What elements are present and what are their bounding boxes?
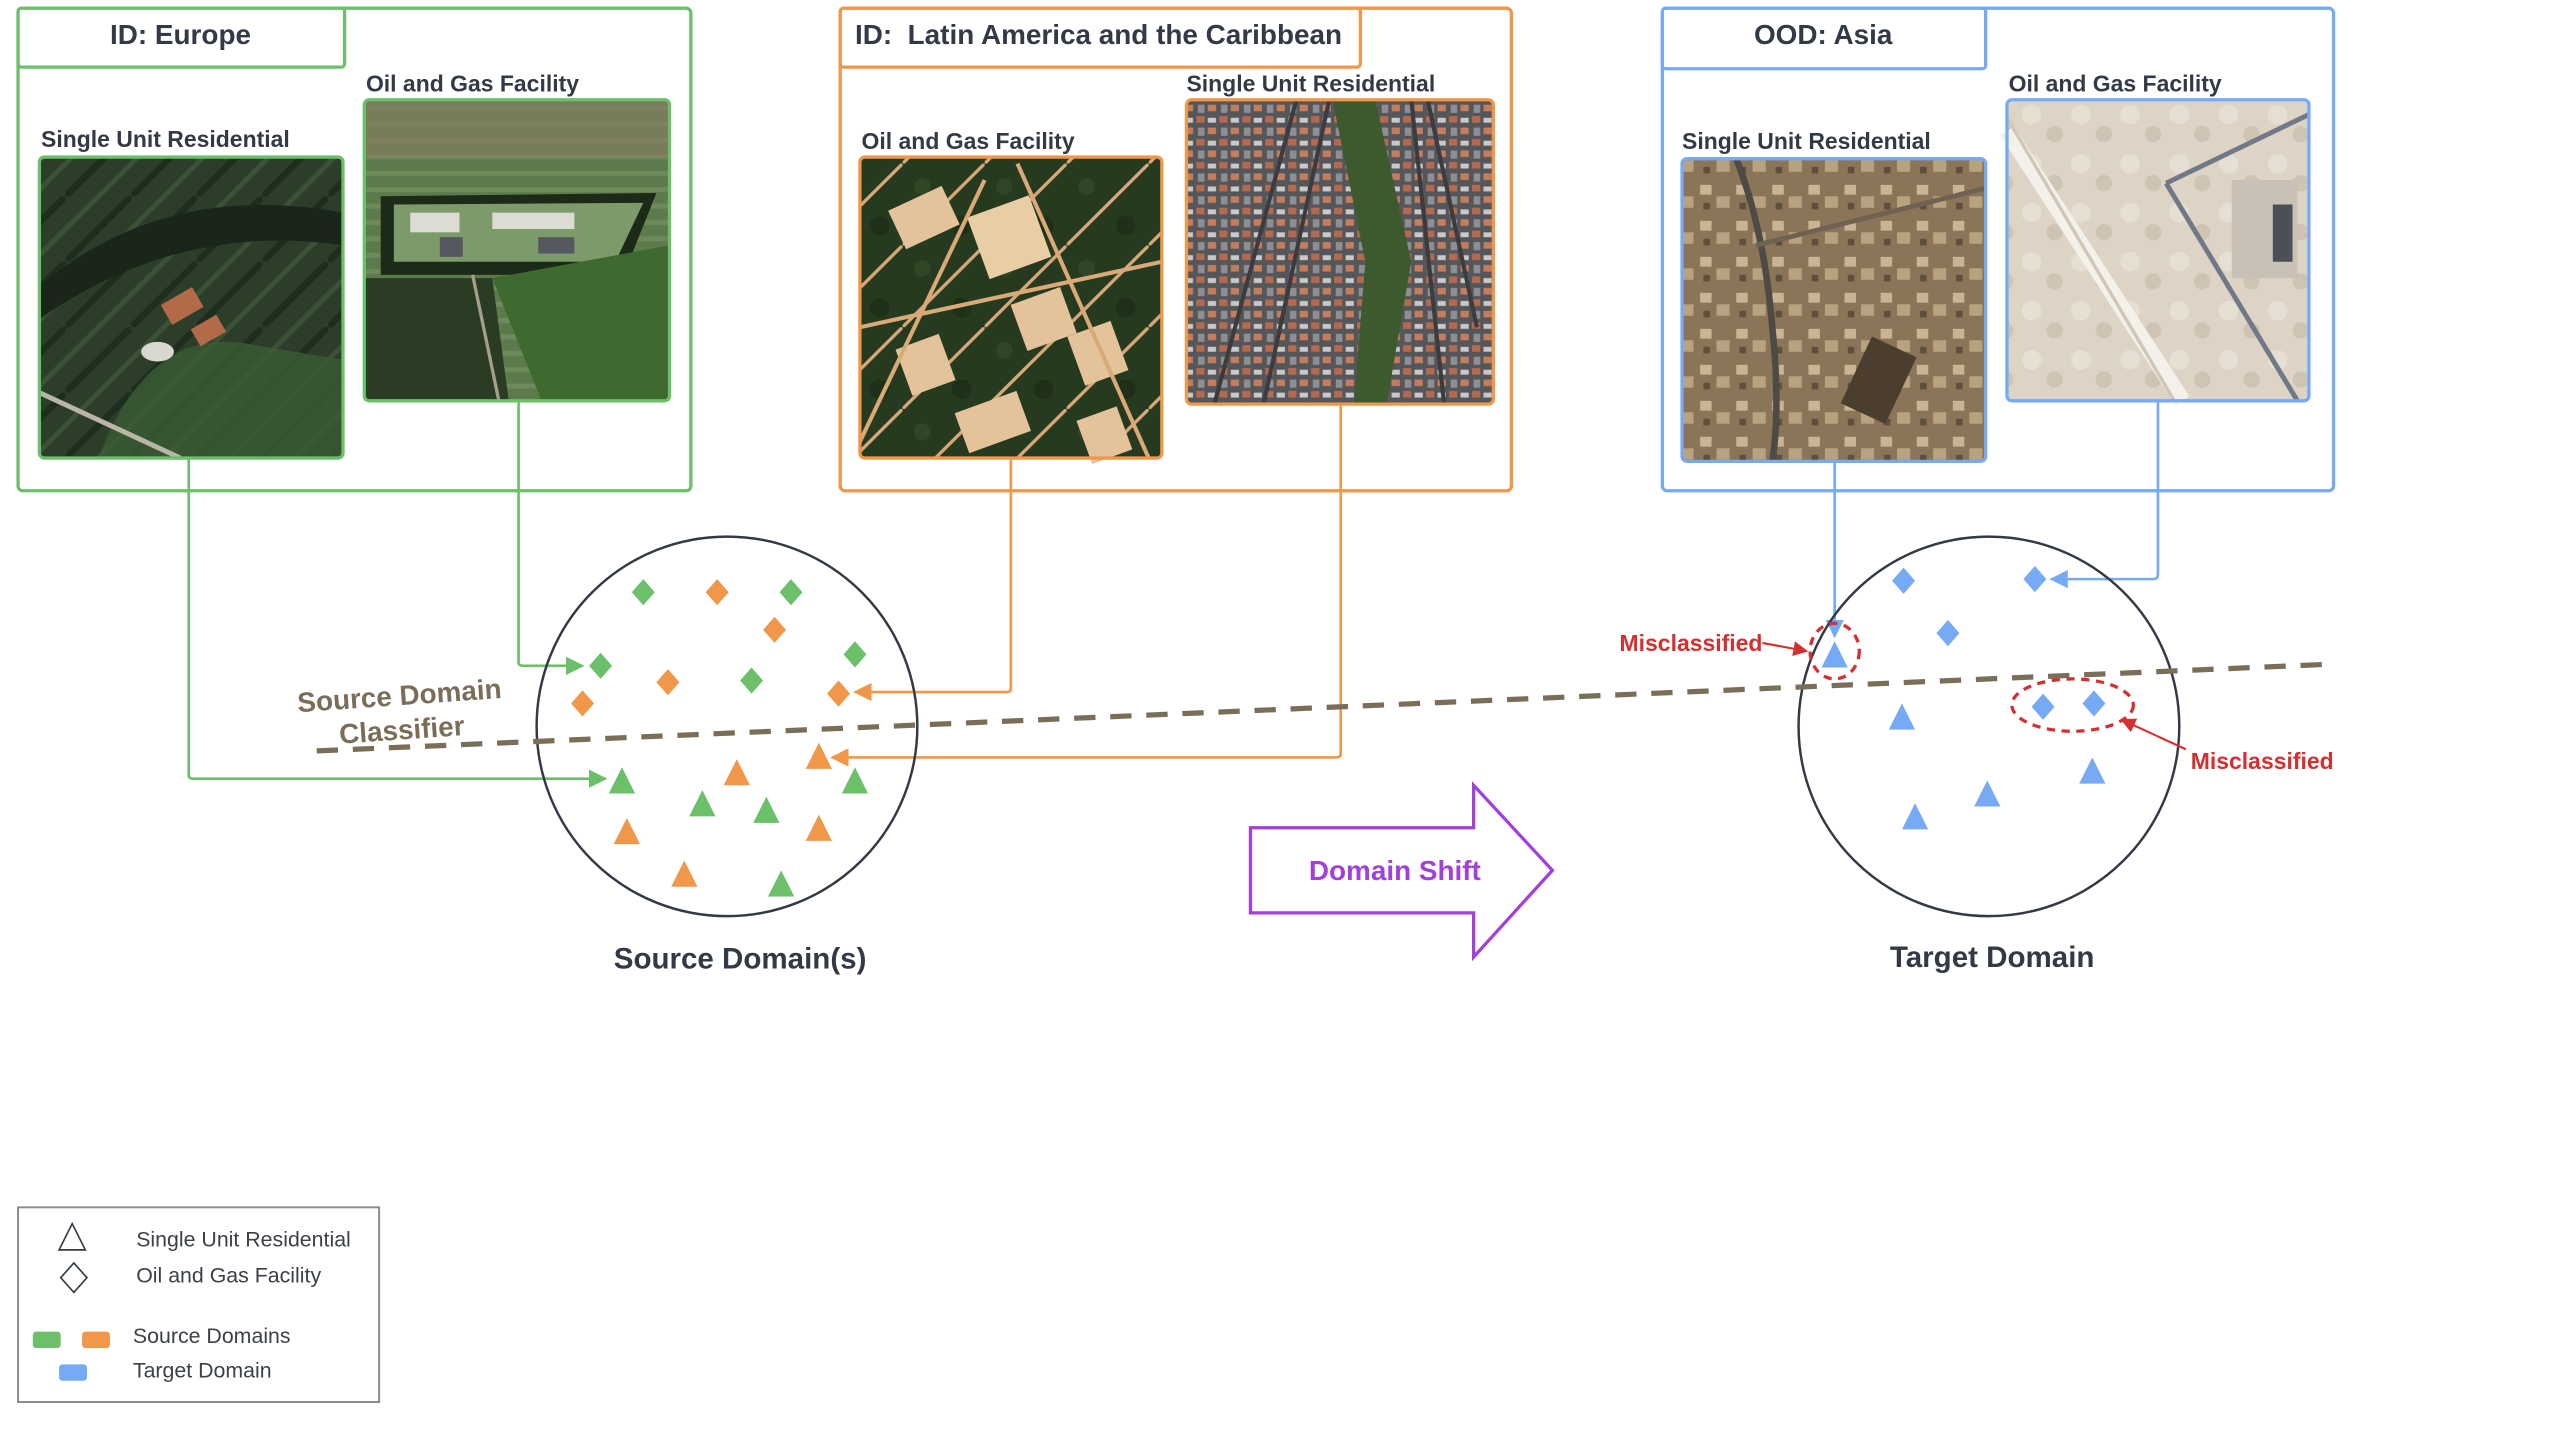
legend: Single Unit Residential Oil and Gas Faci… <box>17 1206 381 1403</box>
panel-europe-frame <box>16 6 693 493</box>
connector-europe-residential <box>187 458 608 788</box>
europe-triangle-marker <box>768 870 795 897</box>
legend-source-label: Source Domains <box>133 1324 291 1348</box>
classifier-label-line1: Source Domain <box>296 673 502 718</box>
panel-latam-header <box>838 6 1363 69</box>
latam-triangle-marker <box>723 759 750 786</box>
asia-residential-label: Single Unit Residential <box>1682 128 1931 154</box>
latam-residential-image <box>1184 98 1495 406</box>
misclassified-pointer-2 <box>2120 718 2187 751</box>
misclassified-annotations: Misclassified Misclassified <box>1620 621 2334 774</box>
panel-europe: ID: Europe Single Unit Residential Oil a… <box>16 6 693 493</box>
target-points <box>1821 566 2106 830</box>
legend-source-swatch-orange <box>82 1331 110 1349</box>
misclassified-ring-1 <box>1808 621 1861 681</box>
europe-triangle-marker <box>841 767 869 794</box>
latam-diamond-marker <box>827 680 851 707</box>
asia-oilgas-label: Oil and Gas Facility <box>2009 71 2222 97</box>
panel-asia-title: OOD: Asia <box>1754 19 1893 50</box>
latam-oilgas-label: Oil and Gas Facility <box>862 128 1075 154</box>
classifier-label-line2: Classifier <box>338 710 466 750</box>
asia-triangle-marker <box>1974 780 2001 807</box>
classifier-label: Source Domain Classifier <box>296 673 502 750</box>
source-domain-classifier-line <box>316 661 2331 754</box>
misclassified-label-2: Misclassified <box>2191 748 2334 774</box>
source-domain-label: Source Domain(s) <box>614 943 867 976</box>
asia-diamond-marker <box>1936 620 1960 647</box>
figure-caption-clipped <box>6 1446 2556 1456</box>
europe-triangle-marker <box>608 767 636 794</box>
connector-asia-oilgas <box>2049 400 2160 589</box>
europe-residential-image <box>37 155 345 461</box>
legend-diamond-label: Oil and Gas Facility <box>136 1264 321 1288</box>
asia-triangle-marker <box>2079 757 2106 784</box>
latam-triangle-marker <box>805 742 832 769</box>
domain-shift-arrow: Domain Shift <box>1248 781 1555 962</box>
asia-triangle-marker-misclassified <box>1821 641 1848 668</box>
latam-triangle-marker <box>805 814 832 841</box>
connector-latam-oilgas <box>853 458 1013 702</box>
asia-diamond-marker-misclassified <box>2082 690 2106 717</box>
latam-diamond-marker <box>763 616 787 643</box>
asia-diamond-marker <box>1892 567 1916 594</box>
latam-triangle-marker <box>671 860 698 887</box>
europe-oilgas-label: Oil and Gas Facility <box>366 71 579 97</box>
legend-triangle-icon <box>57 1221 87 1251</box>
misclassified-ring-2 <box>2010 677 2135 733</box>
legend-source-swatch-green <box>32 1331 61 1349</box>
legend-target-swatch <box>59 1364 87 1381</box>
europe-residential-label: Single Unit Residential <box>41 126 290 152</box>
domain-shift-arrow-shape <box>1248 781 1555 962</box>
legend-diamond-icon <box>59 1261 89 1294</box>
connector-latam-residential <box>830 404 1343 767</box>
target-domain-label: Target Domain <box>1890 941 2095 974</box>
latam-residential-label: Single Unit Residential <box>1186 71 1435 97</box>
asia-triangle-marker <box>1888 703 1916 730</box>
europe-diamond-marker <box>631 579 655 606</box>
legend-triangle-label: Single Unit Residential <box>136 1228 351 1252</box>
asia-diamond-marker-misclassified <box>2031 693 2055 720</box>
latam-diamond-marker <box>705 579 729 606</box>
europe-triangle-marker <box>689 790 716 817</box>
asia-residential-image <box>1680 157 1988 463</box>
domain-shift-label: Domain Shift <box>1309 855 1481 886</box>
europe-diamond-marker <box>779 579 803 606</box>
connectors <box>187 400 2160 788</box>
europe-diamond-marker <box>740 667 764 694</box>
panel-asia-header <box>1660 6 1988 71</box>
panel-europe-header <box>16 6 347 69</box>
misclassified-pointer-1 <box>1762 641 1809 656</box>
asia-diamond-marker <box>2023 566 2047 593</box>
misclassified-label-1: Misclassified <box>1620 630 1763 656</box>
latam-diamond-marker <box>656 669 680 696</box>
latam-triangle-marker <box>613 817 640 845</box>
panel-latam-title: ID: Latin America and the Caribbean <box>855 19 1342 50</box>
connector-europe-oilgas <box>517 400 585 675</box>
europe-diamond-marker <box>589 652 613 679</box>
latam-oilgas-image <box>858 155 1164 464</box>
asia-triangle-marker <box>1901 803 1929 830</box>
panel-europe-title: ID: Europe <box>110 19 251 50</box>
europe-triangle-marker <box>753 796 780 823</box>
latam-diamond-marker <box>571 690 595 717</box>
panel-asia-frame <box>1660 6 2336 493</box>
source-points <box>571 579 869 897</box>
europe-oilgas-image <box>362 98 672 403</box>
panel-asia: OOD: Asia Single Unit Residential Oil an… <box>1660 6 2336 493</box>
asia-oilgas-image <box>2000 98 2311 406</box>
europe-diamond-marker <box>843 641 867 668</box>
legend-target-label: Target Domain <box>133 1359 272 1383</box>
source-domain-circle <box>535 535 919 918</box>
panel-latam: ID: Latin America and the Caribbean Oil … <box>838 6 1514 493</box>
target-domain-circle <box>1797 535 2181 918</box>
